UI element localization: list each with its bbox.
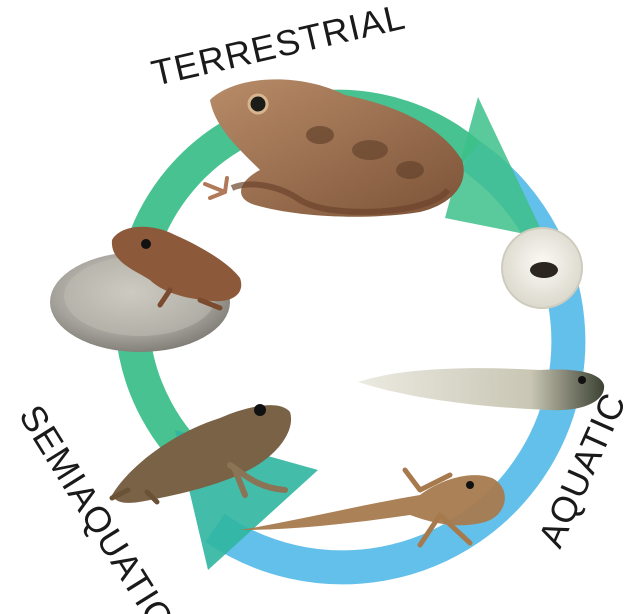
juvenile-frog-on-coin-image [50, 227, 241, 352]
adult-frog-eye-icon [249, 95, 267, 113]
adult-frog-image [205, 79, 464, 216]
tadpole-image [358, 368, 604, 410]
embryo-icon [530, 262, 558, 278]
egg-image [502, 228, 582, 308]
